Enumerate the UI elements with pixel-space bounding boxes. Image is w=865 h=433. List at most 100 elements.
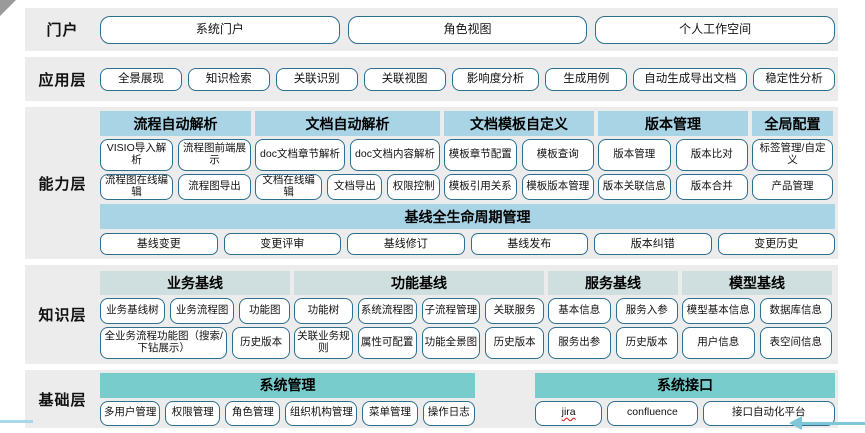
module-button: 文档导出 (327, 174, 383, 200)
arrow-line-decoration (801, 422, 865, 425)
module-button: 产品管理 (752, 174, 833, 200)
module-button: 关联服务 (485, 297, 544, 324)
module-button: 自动生成导出文档 (633, 67, 748, 91)
module-button: 版本关联信息 (598, 174, 671, 200)
module-button: 变更评审 (223, 233, 341, 255)
layer-label-knowledge: 知识层 (38, 307, 87, 324)
module-row: 服务出参历史版本 (548, 326, 678, 359)
module-row: 模板引用关系模板版本管理 (444, 174, 594, 200)
module-button: 数据库信息 (759, 297, 832, 324)
module-button: 流程图导出 (178, 174, 251, 200)
module-button: 服务出参 (548, 326, 611, 359)
module-button: 变更历史 (717, 233, 835, 255)
module-group: 模型基线模型基本信息数据库信息用户信息表空间信息 (682, 270, 832, 359)
layer-label-capability: 能力层 (38, 175, 87, 193)
layer-label-foundation: 基础层 (38, 391, 87, 409)
group-columns: 流程自动解析 VISIO导入解析流程图前端展示流程图在线编辑流程图导出 文档自动解析… (100, 111, 835, 200)
group-header: 系统管理 (100, 372, 475, 398)
module-button: 业务基线树 (100, 297, 165, 324)
module-button: 版本比对 (675, 139, 748, 171)
module-group: 功能基线功能树系统流程图子流程管理关联服务关联业务规则属性可配置功能全景图历史版… (294, 270, 544, 359)
module-button: 关联视图 (363, 67, 446, 91)
module-button: 基线发布 (470, 233, 588, 255)
module-button: 模板章节配置 (444, 139, 517, 171)
module-group: 系统管理多用户管理权限管理角色管理组织机构管理菜单管理操作日志 (100, 372, 476, 426)
module-button: jira (535, 400, 603, 426)
module-button: 接口自动化平台 (702, 400, 835, 426)
module-button: doc文档章节解析 (255, 139, 345, 171)
page-corner-decoration (0, 0, 16, 16)
module-button: 权限控制 (387, 174, 440, 200)
module-button: 功能树 (294, 297, 353, 324)
module-button: 业务流程图 (169, 297, 235, 324)
group-header: 系统接口 (535, 372, 835, 398)
module-button: 模型基本信息 (682, 297, 755, 324)
module-button: 流程图在线编辑 (100, 174, 173, 200)
module-row: 用户信息表空间信息 (682, 326, 832, 359)
module-button: 系统门户 (100, 15, 340, 44)
module-button: 文档在线编辑 (255, 174, 323, 200)
module-row: VISIO导入解析流程图前端展示 (100, 139, 251, 171)
group-header: 全局配置 (752, 111, 833, 136)
module-button: 系统流程图 (357, 297, 417, 324)
layer-label-portal: 门户 (46, 22, 79, 39)
module-button: 菜单管理 (362, 400, 418, 426)
module-row: 业务基线树业务流程图功能图 (100, 297, 290, 324)
module-group: 流程自动解析 VISIO导入解析流程图前端展示流程图在线编辑流程图导出 (100, 111, 251, 200)
module-button: 模板版本管理 (521, 174, 594, 200)
layer-application: 应用层 全景展现知识检索关联识别关联视图影响度分析生成用例自动生成导出文档稳定性… (25, 57, 838, 101)
module-row: 产品管理 (752, 174, 833, 200)
portal-content: 系统门户角色视图个人工作空间 (100, 8, 838, 51)
module-button: 关联业务规则 (294, 326, 353, 359)
group-header: 版本管理 (598, 111, 748, 136)
module-row: 流程图在线编辑流程图导出 (100, 174, 251, 200)
module-button: 组织机构管理 (285, 400, 358, 426)
module-row: 标签管理/自定义 (752, 139, 833, 171)
module-button: 版本管理 (598, 139, 671, 171)
module-button: 全景展现 (100, 67, 182, 91)
module-button: 功能全景图 (421, 326, 481, 359)
module-group: 业务基线业务基线树业务流程图功能图全业务流程功能图（搜索/下钻展示）历史版本 (100, 270, 290, 359)
module-button: 模板查询 (521, 139, 594, 171)
group-header: 模型基线 (682, 270, 832, 295)
module-row: 版本关联信息版本合并 (598, 174, 748, 200)
module-row: 基线变更变更评审基线修订基线发布版本纠错变更历史 (100, 233, 835, 255)
module-button: 版本合并 (675, 174, 748, 200)
module-button: 历史版本 (232, 326, 290, 359)
module-row: 模型基本信息数据库信息 (682, 297, 832, 324)
module-button: 知识检索 (187, 67, 270, 91)
module-row: 基本信息服务入参 (548, 297, 678, 324)
module-button: 影响度分析 (451, 67, 540, 91)
group-header: 流程自动解析 (100, 111, 251, 136)
layer-knowledge: 知识层 业务基线业务基线树业务流程图功能图全业务流程功能图（搜索/下钻展示）历史… (25, 265, 838, 364)
module-row: 多用户管理权限管理角色管理组织机构管理菜单管理操作日志 (100, 400, 476, 426)
module-button: 角色视图 (347, 15, 588, 44)
module-button: 模板引用关系 (444, 174, 517, 200)
module-row: 版本管理版本比对 (598, 139, 748, 171)
group-header: 功能基线 (294, 270, 544, 295)
layer-portal: 门户 系统门户角色视图个人工作空间 (25, 8, 838, 51)
module-button: 稳定性分析 (753, 67, 835, 91)
module-button: 功能图 (239, 297, 290, 324)
module-button: 关联识别 (275, 67, 358, 91)
module-button: 基本信息 (548, 297, 611, 324)
group-header: 文档自动解析 (255, 111, 440, 136)
capability-content: 流程自动解析 VISIO导入解析流程图前端展示流程图在线编辑流程图导出 文档自动解析… (100, 107, 838, 259)
group-columns: 业务基线业务基线树业务流程图功能图全业务流程功能图（搜索/下钻展示）历史版本功能… (100, 270, 835, 359)
module-button: 服务入参 (615, 297, 678, 324)
module-button: 历史版本 (485, 326, 544, 359)
module-button: 用户信息 (682, 326, 755, 359)
module-button: 基线修订 (347, 233, 465, 255)
module-row: 系统门户角色视图个人工作空间 (100, 15, 836, 44)
module-row: 文档在线编辑文档导出权限控制 (255, 174, 440, 200)
module-button: 生成用例 (545, 67, 628, 91)
module-button: 版本纠错 (594, 233, 712, 255)
group-header: 业务基线 (100, 270, 290, 295)
